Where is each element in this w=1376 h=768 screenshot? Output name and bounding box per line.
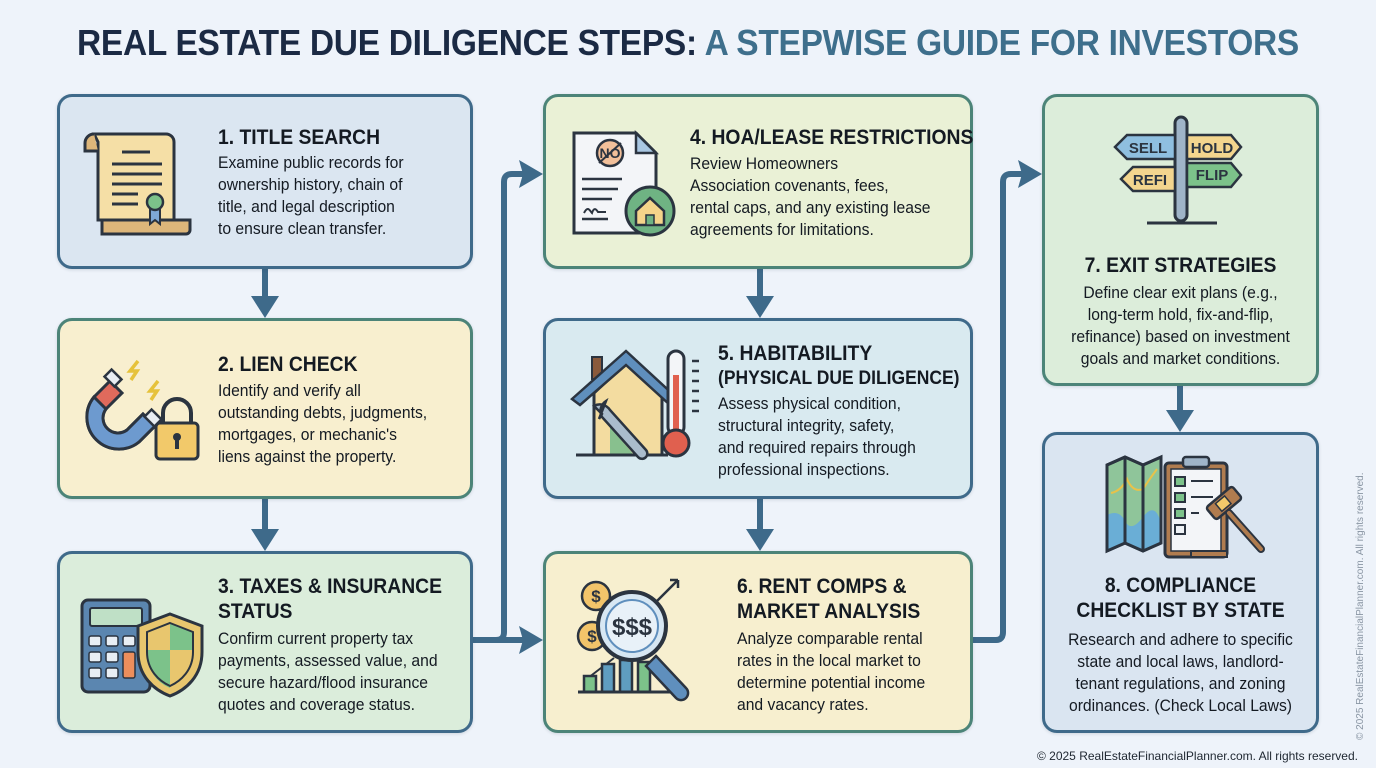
- page-title: REAL ESTATE DUE DILIGENCE STEPS: A STEPW…: [48, 22, 1328, 64]
- step-line: professional inspections.: [718, 461, 890, 479]
- step-card-exit-strategies: SELL HOLD REFI FLIP 7. EXIT STRATEGIES D…: [1042, 94, 1319, 386]
- step-line: and vacancy rates.: [737, 696, 869, 714]
- step-line: Identify and verify all: [218, 382, 361, 400]
- connector-3-4: [472, 171, 525, 643]
- step-line: determine potential income: [737, 674, 926, 692]
- step-line: Research and adhere to specific: [1068, 631, 1293, 649]
- step-line: ownership history, chain of: [218, 176, 403, 194]
- step-line: long-term hold, fix-and-flip,: [1087, 306, 1274, 324]
- step-heading: 1. TITLE SEARCH: [218, 126, 381, 149]
- house-wrench-thermometer-icon: [570, 349, 699, 461]
- signpost-icon: SELL HOLD REFI FLIP: [1113, 115, 1243, 225]
- step-subheading: (PHYSICAL DUE DILIGENCE): [718, 368, 960, 389]
- footer-copyright: © 2025 RealEstateFinancialPlanner.com. A…: [1036, 749, 1358, 763]
- step-card-taxes-insurance: 3. TAXES & INSURANCE STATUS Confirm curr…: [57, 551, 473, 733]
- step-line: quotes and coverage status.: [218, 696, 415, 714]
- arrowhead-3-6: [519, 626, 543, 654]
- step-heading: CHECKLIST BY STATE: [1076, 599, 1285, 622]
- step-card-title-search: 1. TITLE SEARCH Examine public records f…: [57, 94, 473, 269]
- step-line: rates in the local market to: [737, 652, 921, 670]
- document-house-icon: NO: [572, 129, 676, 237]
- arrowhead-2-3: [251, 529, 279, 551]
- step-line: refinance) based on investment: [1071, 328, 1290, 346]
- step-heading: MARKET ANALYSIS: [737, 600, 921, 623]
- step-line: payments, assessed value, and: [218, 652, 438, 670]
- step-line: state and local laws, landlord-: [1077, 653, 1284, 671]
- magnet-lock-icon: [85, 359, 200, 461]
- step-line: Define clear exit plans (e.g.,: [1083, 284, 1278, 302]
- step-card-rent-comps: $ $ $$$ 6. RENT COMPS & MARKET ANALYSIS …: [543, 551, 973, 733]
- step-heading: STATUS: [218, 600, 293, 623]
- step-line: liens against the property.: [218, 448, 397, 466]
- magnifier-chart-icon: $ $ $$$: [576, 578, 690, 702]
- sign-hold: HOLD: [1191, 140, 1234, 157]
- sign-sell: SELL: [1129, 140, 1167, 157]
- step-line: and required repairs through: [718, 439, 916, 457]
- step-line: Analyze comparable rental: [737, 630, 923, 648]
- arrowhead-3-4: [519, 160, 543, 188]
- calculator-shield-icon: [80, 598, 204, 698]
- arrowhead-4-5: [746, 296, 774, 318]
- step-heading: 8. COMPLIANCE: [1104, 574, 1257, 597]
- step-line: structural integrity, safety,: [718, 417, 895, 435]
- step-line: Assess physical condition,: [718, 395, 901, 413]
- arrowhead-6-7: [1018, 160, 1042, 188]
- step-line: mortgages, or mechanic's: [218, 426, 397, 444]
- step-line: agreements for limitations.: [690, 221, 874, 239]
- arrowhead-5-6: [746, 529, 774, 551]
- step-line: Confirm current property tax: [218, 630, 414, 648]
- step-heading: 6. RENT COMPS &: [737, 575, 907, 598]
- step-heading: 5. HABITABILITY: [718, 342, 873, 365]
- connector-6-7: [972, 171, 1024, 643]
- magnifier-dollar-text: $$$: [612, 614, 653, 641]
- step-heading: 4. HOA/LEASE RESTRICTIONS: [690, 126, 974, 149]
- sign-flip: FLIP: [1196, 167, 1229, 184]
- step-line: outstanding debts, judgments,: [218, 404, 428, 422]
- step-line: secure hazard/flood insurance: [218, 674, 429, 692]
- vertical-copyright: © 2025 RealEstateFinancialPlanner.com. A…: [1355, 472, 1366, 740]
- arrowhead-7-8: [1166, 410, 1194, 432]
- sign-refi: REFI: [1133, 172, 1167, 189]
- title-part-1: REAL ESTATE DUE DILIGENCE STEPS:: [77, 22, 697, 63]
- step-line: to ensure clean transfer.: [218, 220, 387, 238]
- step-line: Examine public records for: [218, 154, 404, 172]
- title-part-2: A STEPWISE GUIDE FOR INVESTORS: [704, 22, 1300, 63]
- coin-symbol: $: [591, 587, 601, 606]
- step-line: title, and legal description: [218, 198, 395, 216]
- step-line: Association covenants, fees,: [690, 177, 889, 195]
- step-line: tenant regulations, and zoning: [1075, 675, 1286, 693]
- step-heading: 7. EXIT STRATEGIES: [1084, 254, 1277, 277]
- arrowhead-1-2: [251, 296, 279, 318]
- step-heading: 2. LIEN CHECK: [218, 353, 358, 376]
- step-card-lien-check: 2. LIEN CHECK Identify and verify all ou…: [57, 318, 473, 499]
- step-card-habitability: 5. HABITABILITY (PHYSICAL DUE DILIGENCE)…: [543, 318, 973, 499]
- step-heading: 3. TAXES & INSURANCE: [218, 575, 443, 598]
- coin-symbol: $: [587, 627, 597, 646]
- step-card-hoa-lease: NO 4. HOA/LEASE RESTRICTIONS Review Home…: [543, 94, 973, 269]
- step-line: Review Homeowners: [690, 155, 839, 173]
- scroll-deed-icon: [83, 132, 192, 236]
- step-line: ordinances. (Check Local Laws): [1068, 697, 1293, 715]
- step-line: rental caps, and any existing lease: [690, 199, 931, 217]
- step-line: goals and market conditions.: [1080, 350, 1281, 368]
- map-clipboard-gavel-icon: [1105, 454, 1265, 559]
- step-card-compliance: 8. COMPLIANCE CHECKLIST BY STATE Researc…: [1042, 432, 1319, 733]
